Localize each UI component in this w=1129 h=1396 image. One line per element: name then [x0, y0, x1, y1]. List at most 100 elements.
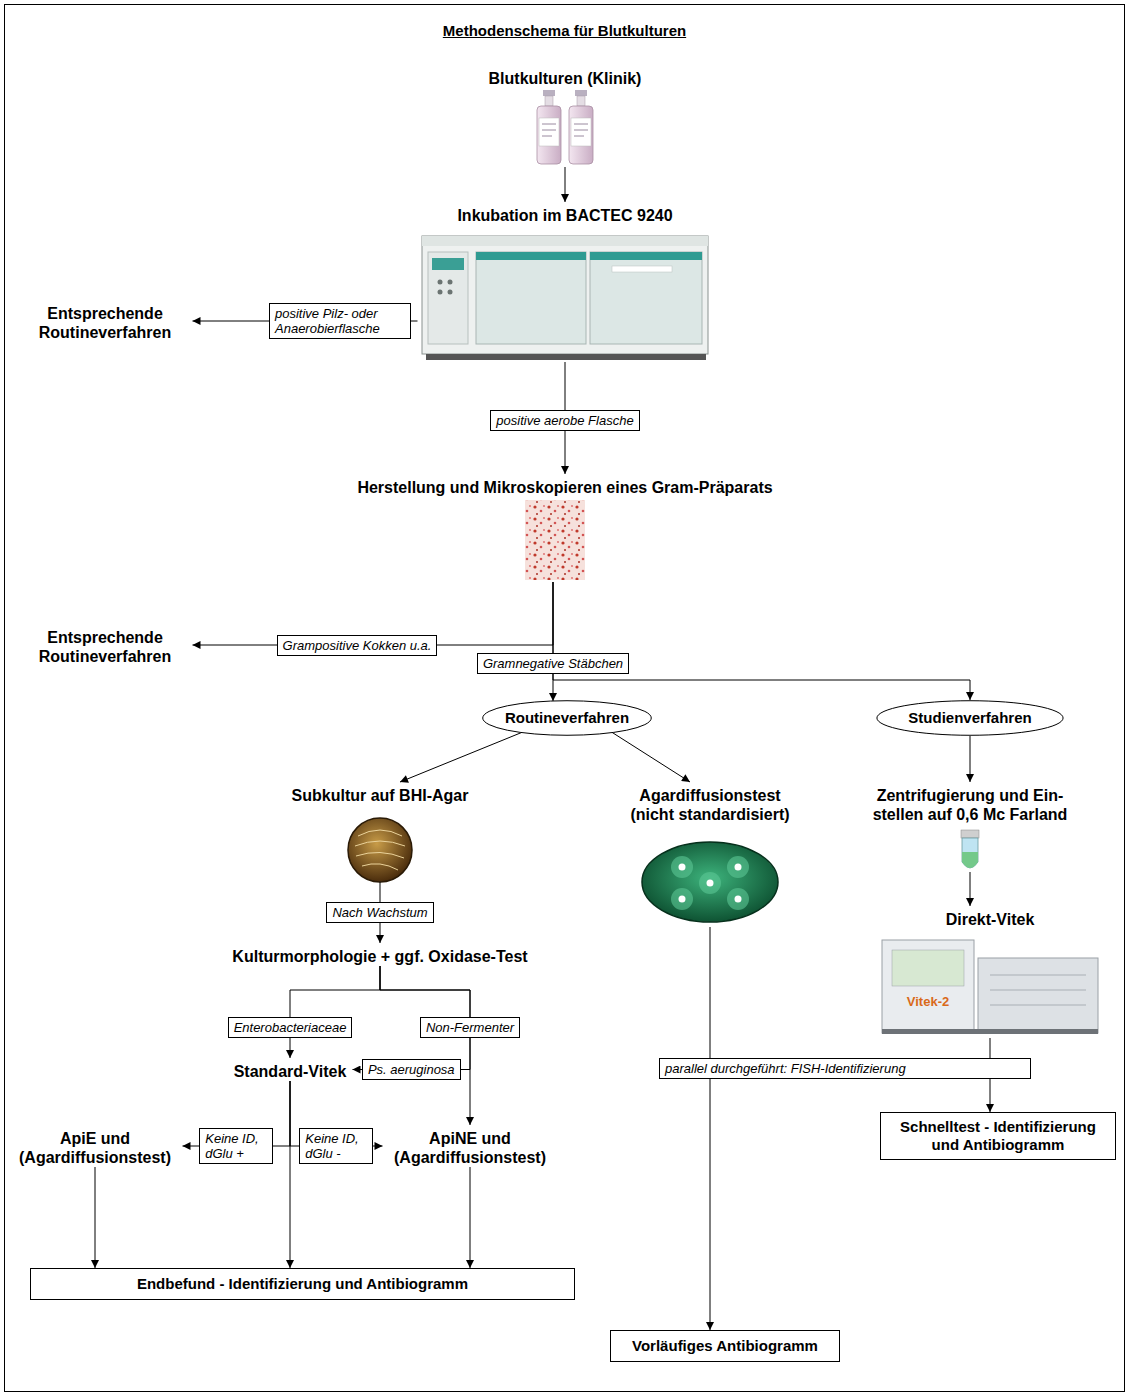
- edge-label: Nach Wachstum: [326, 902, 433, 923]
- panel-button: [448, 280, 453, 285]
- process-ellipse: Studienverfahren: [875, 700, 1065, 736]
- step-label: Inkubation im BACTEC 9240: [418, 202, 713, 362]
- node-text: Schnelltest - Identifizierung und Antibi…: [889, 1118, 1107, 1154]
- node-text: Blutkulturen (Klinik): [445, 69, 685, 88]
- node-text: Direkt-Vitek: [875, 910, 1105, 929]
- ellipse-shape: [483, 701, 652, 736]
- edge-label: positive aerobe Flasche: [490, 410, 639, 431]
- figure-frame: [5, 5, 1125, 1392]
- stain-ground: [525, 500, 585, 580]
- antibiotic-disc: [735, 864, 742, 871]
- diffusion-plate: [642, 842, 778, 922]
- node-text: Inkubation im BACTEC 9240: [418, 206, 713, 225]
- inhibition-zone: [699, 872, 721, 894]
- flow-arrow: [290, 966, 380, 1058]
- label-line: [574, 130, 588, 131]
- antibiotic-disc: [679, 864, 686, 871]
- step-label: Herstellung und Mikroskopieren eines Gra…: [315, 474, 815, 582]
- streak-line: [356, 852, 404, 858]
- incubator-body: [422, 236, 708, 354]
- node-text: Kulturmorphologie + ggf. Oxidase-Test: [210, 947, 550, 966]
- node-text: Studienverfahren: [908, 709, 1031, 727]
- label-line: [542, 136, 552, 137]
- flow-arrow: [290, 1081, 291, 1268]
- bottle-cap: [575, 90, 587, 96]
- tube-picture: [961, 830, 979, 868]
- gram-stain-picture: [525, 500, 585, 580]
- diagram-title: Methodenschema für Blutkulturen: [0, 22, 1129, 40]
- diffusion-plate-picture: [642, 842, 778, 922]
- node-text: Herstellung und Mikroskopieren eines Gra…: [315, 478, 815, 497]
- node-text: Agardiffusionstest (nicht standardisiert…: [618, 786, 803, 824]
- panel-display: [432, 258, 464, 270]
- node-text: Entsprechende Routineverfahren: [18, 304, 193, 342]
- door-band: [476, 252, 586, 260]
- vitek-screen: [892, 950, 964, 986]
- edge-label: Keine ID, dGlu -: [299, 1128, 373, 1164]
- bottle-body: [537, 106, 561, 164]
- node-text: Routineverfahren: [505, 709, 629, 727]
- step-label: Entsprechende Routineverfahren: [18, 624, 193, 666]
- inhibition-zone: [671, 888, 693, 910]
- streak-line: [355, 841, 405, 846]
- edge-label: Gramnegative Stäbchen: [477, 653, 629, 674]
- node-text: ApiNE und (Agardiffusionstest): [383, 1129, 558, 1167]
- step-label: Agardiffusionstest (nicht standardisiert…: [618, 782, 803, 927]
- panel-button: [438, 280, 443, 285]
- vitek-base: [882, 1029, 1098, 1034]
- flow-arrow: [565, 167, 566, 202]
- node-text: Entsprechende Routineverfahren: [18, 628, 193, 666]
- bottle-body: [569, 106, 593, 164]
- node-text: ApiE und (Agardiffusionstest): [8, 1129, 183, 1167]
- vitek-slot: [990, 1005, 1086, 1006]
- edge-label: positive Pilz- oder Anaerobierflasche: [269, 303, 411, 339]
- step-label: Standard-Vitek: [228, 1058, 353, 1081]
- edge-label: Enterobacteriaceae: [228, 1017, 353, 1038]
- bottle-neck: [577, 96, 585, 106]
- note-label: parallel durchgeführt: FISH-Identifizier…: [659, 1058, 1031, 1079]
- node-text: Zentrifugierung und Ein- stellen auf 0,6…: [865, 786, 1075, 824]
- node-text: Vorläufiges Antibiogramm: [619, 1337, 831, 1355]
- incubator-top: [422, 236, 708, 246]
- bottle-label: [571, 118, 591, 146]
- vitek-picture: [882, 940, 1098, 1034]
- label-line: [542, 130, 556, 131]
- flow-arrow: [710, 927, 711, 1330]
- incubator-door: [476, 252, 586, 344]
- result-box: Schnelltest - Identifizierung und Antibi…: [880, 1112, 1116, 1160]
- panel-button: [438, 290, 443, 295]
- antibiotic-disc: [679, 896, 686, 903]
- tube-cap: [961, 830, 979, 838]
- step-label: Kulturmorphologie + ggf. Oxidase-Test: [210, 943, 550, 966]
- label-line: [542, 124, 556, 125]
- edge-label: Grampositive Kokken u.a.: [277, 635, 438, 656]
- flow-arrow: [970, 736, 971, 782]
- edge-label: Keine ID, dGlu +: [199, 1128, 273, 1164]
- control-panel: [428, 252, 468, 344]
- panel-button: [448, 290, 453, 295]
- flow-arrow: [612, 732, 690, 782]
- logo-text: Vitek-2: [907, 994, 949, 1009]
- result-box: Endbefund - Identifizierung und Antibiog…: [30, 1268, 575, 1300]
- inhibition-zone: [727, 888, 749, 910]
- bottle-neck: [545, 96, 553, 106]
- bottle-label: [539, 118, 559, 146]
- agar-plate: [348, 818, 412, 882]
- result-box: Vorläufiges Antibiogramm: [610, 1330, 840, 1362]
- vitek-slot: [990, 990, 1086, 991]
- flow-arrow: [470, 1167, 471, 1268]
- door-band: [590, 252, 702, 260]
- bottle-cap: [543, 90, 555, 96]
- incubator-base: [426, 354, 706, 360]
- vitek-module: [978, 958, 1098, 1033]
- incubator-picture: [422, 236, 708, 360]
- streak-line: [362, 864, 398, 870]
- vitek-slot: [990, 975, 1086, 976]
- step-label: Zentrifugierung und Ein- stellen auf 0,6…: [865, 782, 1075, 872]
- flow-arrow: [553, 582, 970, 700]
- tube-sediment: [962, 852, 978, 868]
- antibiotic-disc: [707, 880, 714, 887]
- label-line: [574, 124, 588, 125]
- inhibition-zone: [727, 856, 749, 878]
